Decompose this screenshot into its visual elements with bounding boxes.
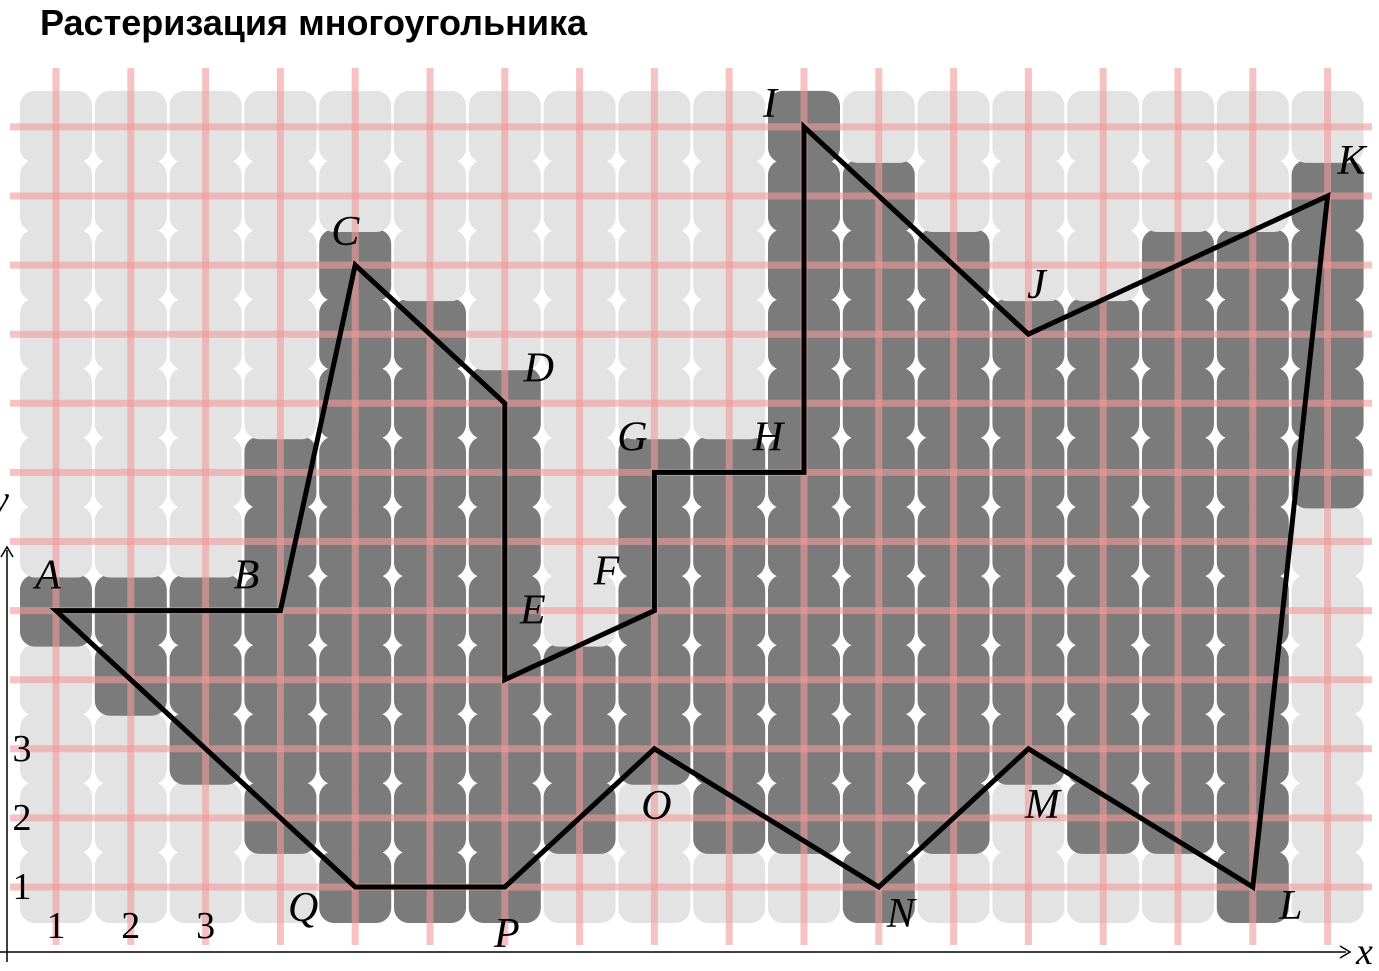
vertex-label: M	[1024, 782, 1062, 828]
vertex-label: E	[519, 588, 546, 634]
vertex-label: F	[593, 549, 620, 595]
pixel-cells	[20, 90, 1364, 923]
x-tick-label: 2	[121, 905, 140, 947]
y-tick-label: 1	[13, 866, 32, 908]
vertex-label: N	[886, 891, 917, 937]
vertex-label: G	[617, 414, 647, 460]
x-tick-label: 1	[47, 905, 66, 947]
vertex-label: K	[1337, 138, 1368, 184]
x-tick-label: 3	[196, 905, 215, 947]
polygon	[49, 121, 1331, 892]
vertex-label: O	[641, 783, 671, 829]
vertex-label: A	[32, 553, 61, 599]
y-tick-label: 2	[13, 797, 32, 839]
vertex-label: B	[234, 553, 260, 599]
vertex-label: J	[1027, 262, 1048, 308]
x-axis-arrow-icon	[1339, 945, 1352, 959]
vertex-label: Q	[288, 885, 318, 931]
vertex-label: C	[331, 209, 360, 255]
vertex-label: D	[523, 345, 554, 391]
y-tick-label: 3	[13, 728, 32, 770]
vertex-label: L	[1278, 883, 1302, 929]
vertex-label: H	[752, 414, 786, 460]
axes: x y 1 2 3 1 2 3	[0, 479, 1373, 971]
page-title: Растеризация многоугольника	[40, 2, 588, 43]
x-axis-label: x	[1355, 931, 1373, 971]
polygon-outline	[49, 121, 1331, 892]
vertex-label: I	[762, 81, 779, 127]
y-axis-arrow-icon	[0, 545, 14, 558]
vertex-label: P	[493, 911, 520, 957]
vertex-labels: A B C D E F G H I J K L M N O P Q	[32, 81, 1367, 957]
y-axis-label: y	[0, 479, 9, 521]
